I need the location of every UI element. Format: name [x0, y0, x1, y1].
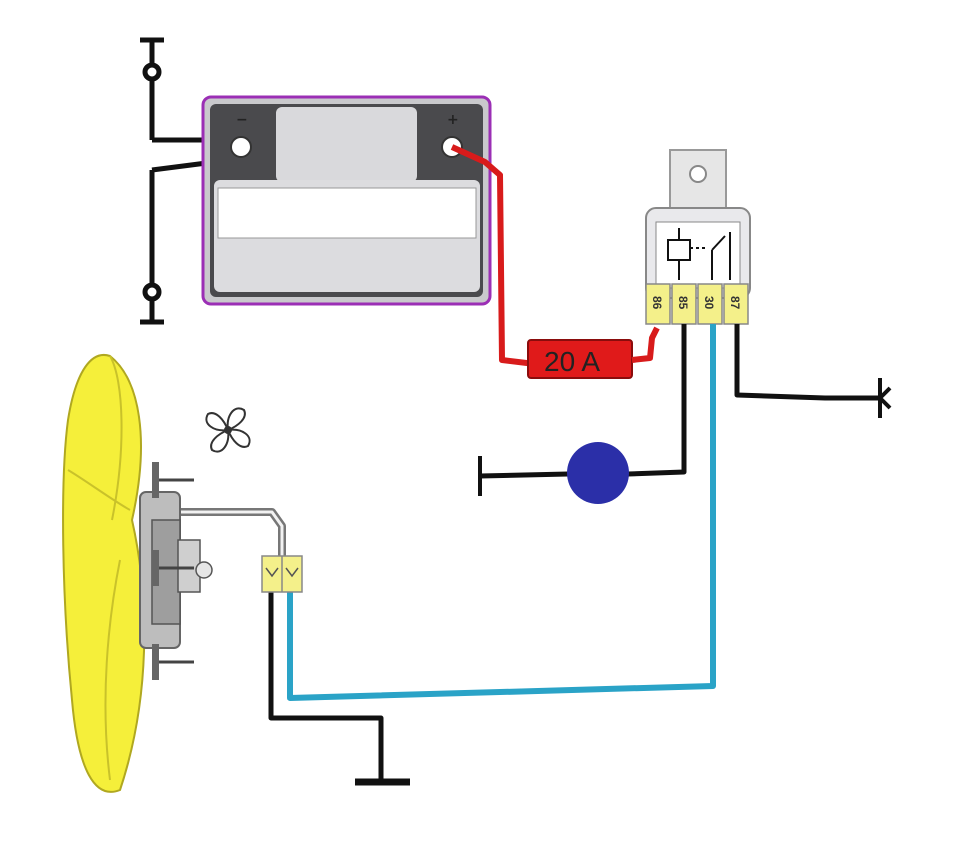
battery-negative-label: − — [236, 112, 248, 128]
fan-icon — [205, 407, 251, 453]
relay-pin-87 — [723, 283, 749, 325]
right-ground-symbol — [878, 378, 892, 418]
relay-pin-label-85: 85 — [676, 296, 690, 310]
relay-pin-label-86: 86 — [650, 296, 664, 310]
battery: − + — [201, 95, 492, 306]
negative-terminal — [230, 136, 252, 158]
motor-lead-core — [178, 510, 284, 556]
fan-connector — [261, 555, 303, 593]
relay-pin-86 — [645, 283, 671, 325]
relay: 86 85 30 87 — [645, 149, 751, 325]
battery-ground-bar — [140, 37, 238, 325]
relay-pin-label-30: 30 — [702, 296, 716, 310]
fan-ground-wire — [268, 592, 384, 780]
fuse-to-relay-wire — [631, 326, 660, 363]
pin87-ground-wire — [734, 324, 880, 401]
relay-pin-label-87: 87 — [728, 296, 742, 310]
battery-positive-label: + — [447, 112, 459, 128]
relay-pin-85 — [671, 283, 697, 325]
pin30-fan-wire — [287, 324, 716, 701]
switch-ground-wire — [479, 471, 569, 479]
switch-dot — [567, 442, 629, 504]
fuse-20a: 20 A — [527, 339, 633, 379]
relay-pin-30 — [697, 283, 723, 325]
pin85-switch-wire — [627, 324, 687, 477]
fuse-label: 20 A — [544, 346, 600, 377]
positive-wire — [450, 144, 536, 367]
cooling-fan — [62, 353, 213, 793]
